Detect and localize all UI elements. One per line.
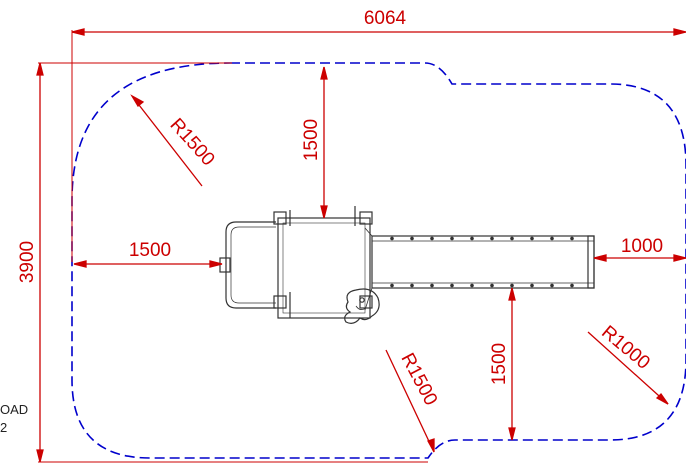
note-line-1: OAD [0,402,28,417]
dim-overall-height: 3900 [17,241,38,283]
dim-overall-width: 6064 [364,8,407,29]
dim-radius-bottom-mid: R1500 [396,350,441,409]
dim-bottom-clearance: 1500 [489,343,510,385]
dim-radius-top-left: R1500 [166,114,219,170]
handrail-clamp [219,257,231,273]
platform-inner [282,222,366,314]
dimension-lines [36,28,686,463]
post-top-left [273,211,287,225]
dim-right-clearance: 1000 [621,236,663,257]
play-equipment [219,206,595,324]
post-top-right [359,211,373,225]
post-bottom-left [273,295,287,309]
note-line-2: 2 [0,420,7,435]
handrail [225,221,276,309]
slide-exit [587,235,595,289]
dim-top-clearance: 1500 [301,119,322,161]
safety-zone-outline [71,62,686,459]
platform [277,217,371,319]
slide [371,235,595,289]
dim-left-clearance: 1500 [129,240,171,261]
elephant-panel [344,288,380,324]
